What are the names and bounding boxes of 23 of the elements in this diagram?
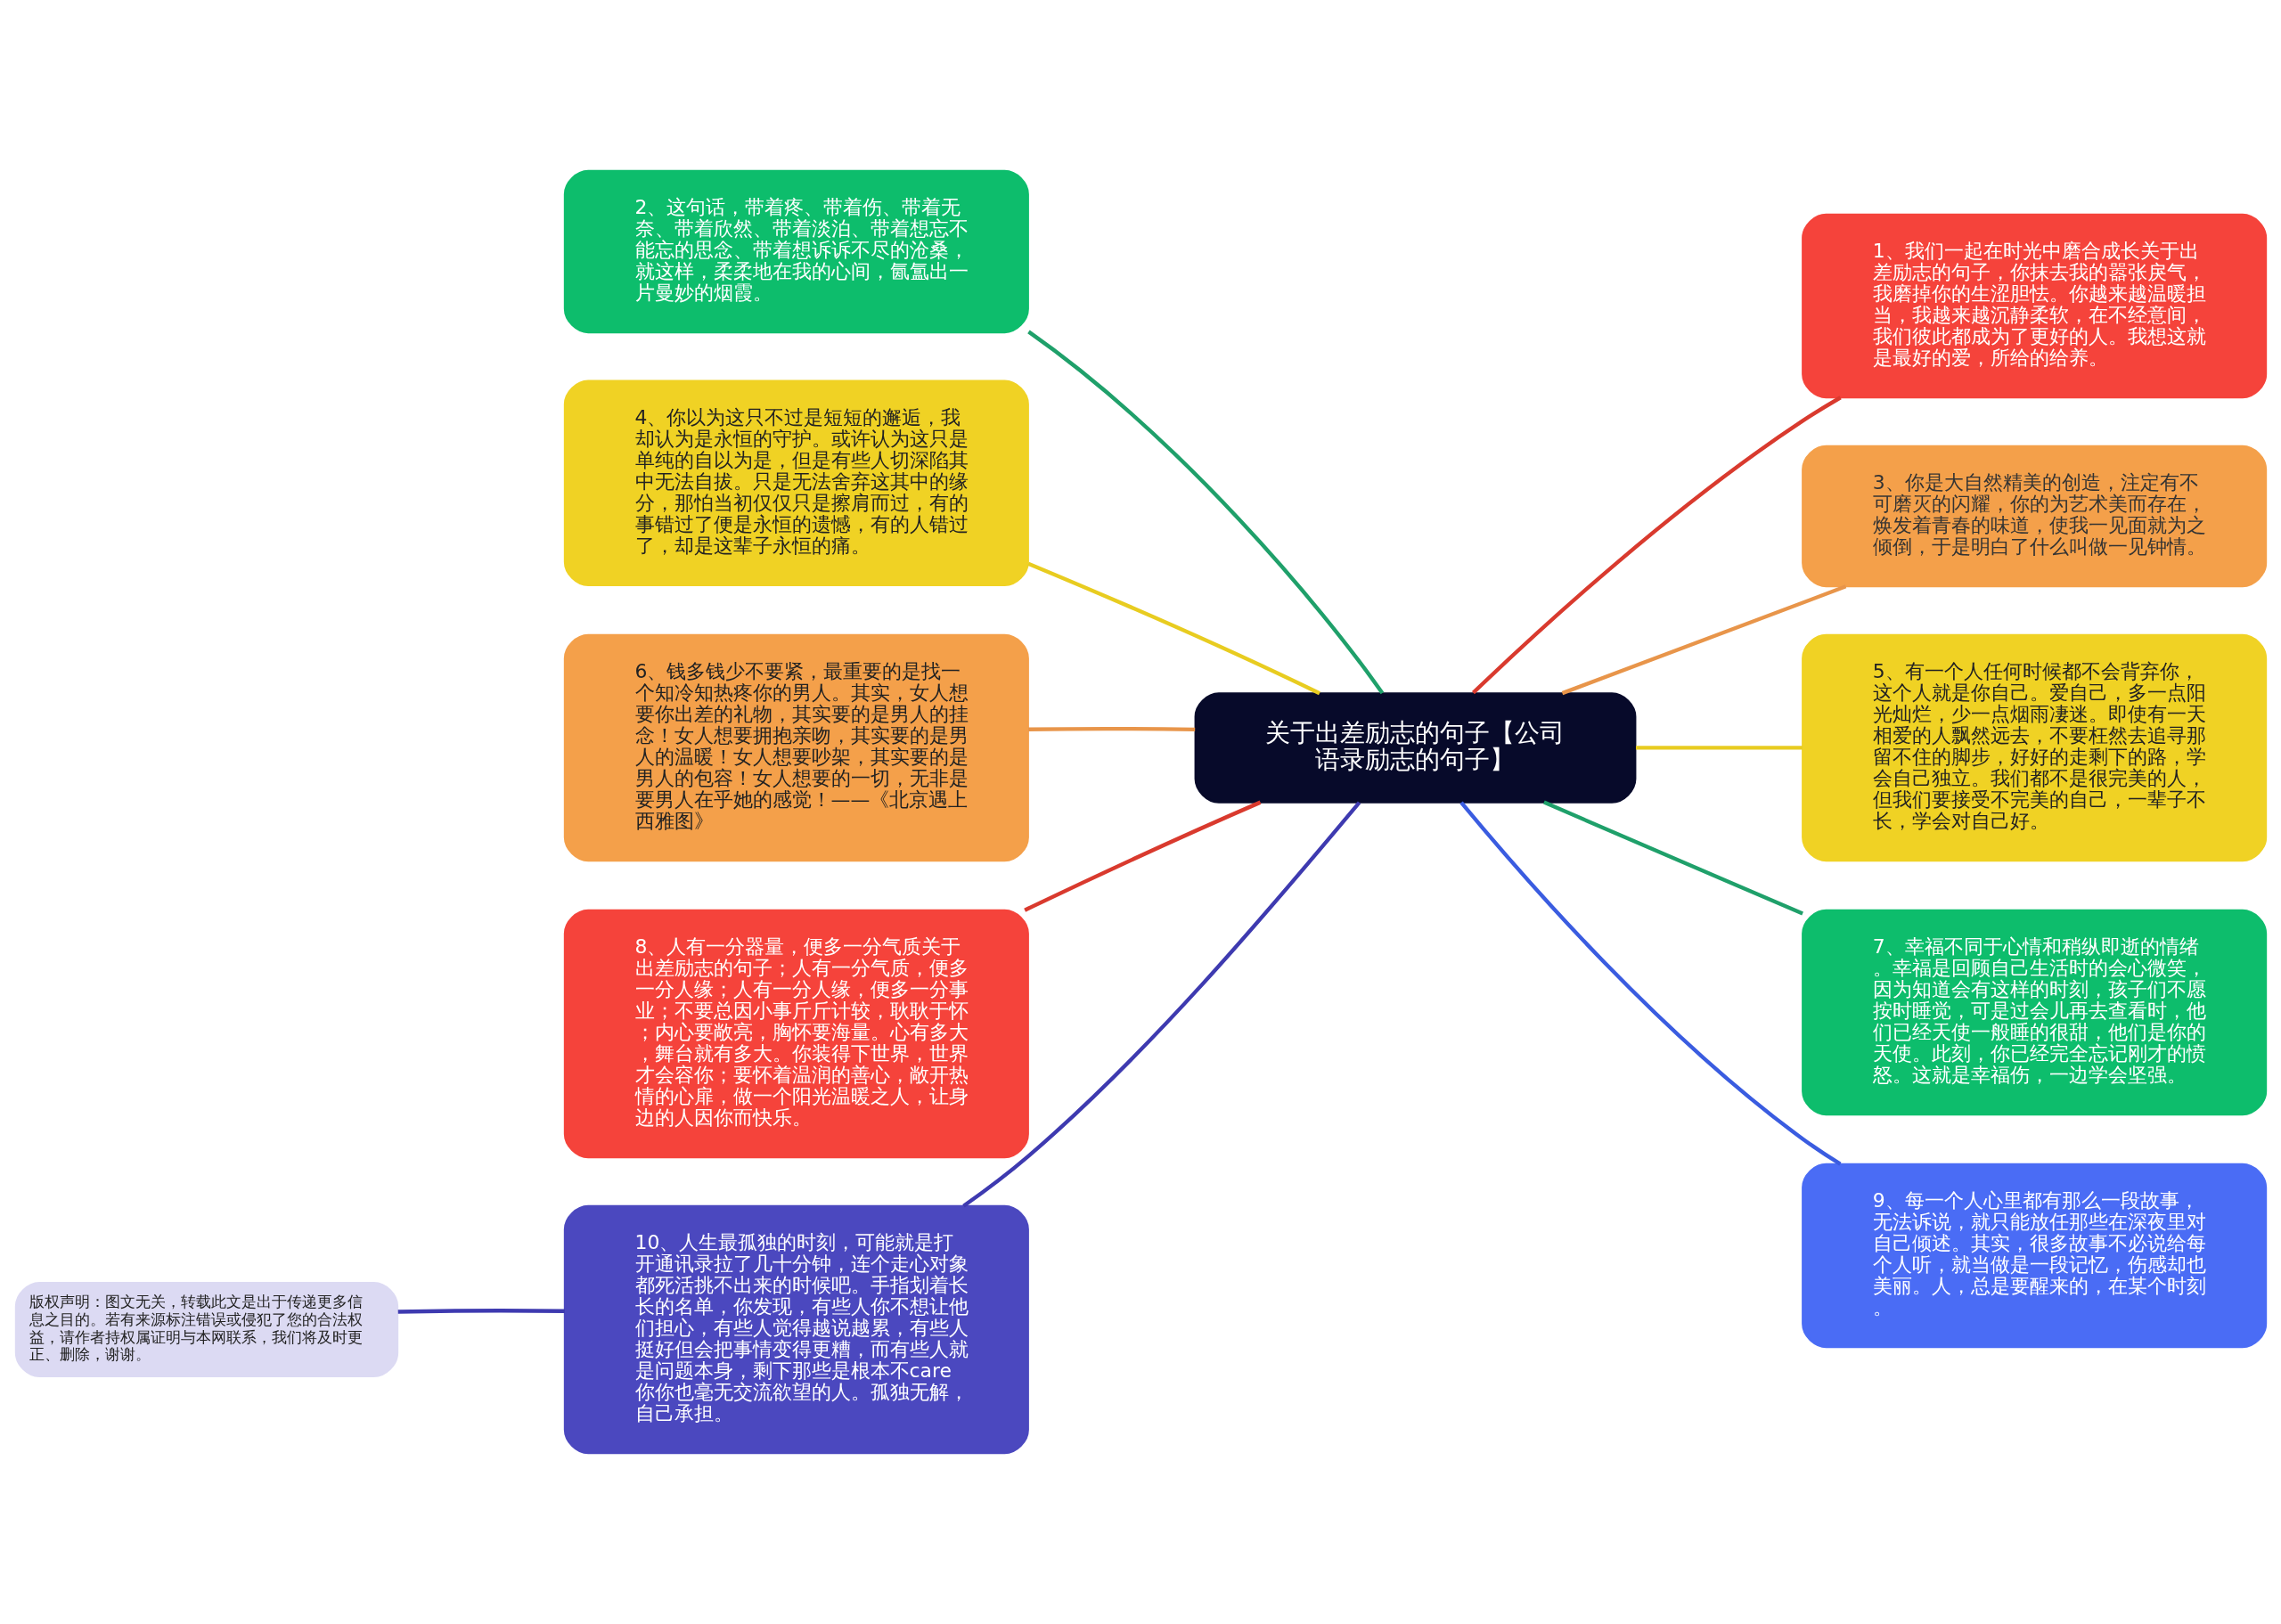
node-box: 8、人有一分器量，便多一分气质关于出差励志的句子；人有一分气质，便多一分人缘；人有一分人缘，便多一分事业；不要总因小事斤斤计较，耿耿于怀；内心要敞亮，胸怀要海量。心有多大，舞台就有多大。你装得下世界，世界才会容你；要怀着温润的善心，敞开热情的心扉，做一个阳光温暖之人，让身边的人因你而快乐。 bbox=[563, 909, 1029, 1159]
connector bbox=[1023, 800, 1261, 912]
node-box: 3、你是大自然精美的创造，注定有不可磨灭的闪耀，你的为艺术美而存在，焕发着青春的味道，使我一见面就为之倾倒，于是明白了什么叫做一见钟情。 bbox=[1801, 445, 2267, 588]
node-box: 关于出差励志的句子【公司语录励志的句子】 bbox=[1194, 692, 1636, 804]
node-box: 2、这句话，带着疼、带着伤、带着无奈、带着欣然、带着淡泊、带着想忘不能忘的思念、带着想诉诉不尽的沧桑，就这样，柔柔地在我的心间，氤氲出一片曼妙的烟霞。 bbox=[563, 169, 1029, 334]
connector bbox=[1027, 726, 1195, 732]
connector bbox=[961, 801, 1361, 1208]
node-box: 1、我们一起在时光中磨合成长关于出差励志的句子，你抹去我的嚣张戾气，我磨掉你的生涩胆怯。你越来越温暖担当，我越来越沉静柔软，在不经意间，我们彼此都成为了更好的人。我想这就是最好的爱，所给的给养。 bbox=[1801, 213, 2267, 399]
connector bbox=[1635, 746, 1803, 750]
node-box: 5、有一个人任何时候都不会背弃你，这个人就是你自己。爱自己，多一点阳光灿烂，少一点烟雨凄迷。即使有一天相爱的人飘然远去，不要枉然去追寻那留不住的脚步，好好的走剩下的路，学会自己独立。我们都不是很完美的人，但我们要接受不完美的自己，一辈子不长，学会对自己好。 bbox=[1801, 633, 2267, 862]
node-box: 10、人生最孤独的时刻，可能就是打开通讯录拉了几十分钟，连个走心对象都死活挑不出来的时候吧。手指划着长长的名单，你发现，有些人你不想让他们担心，有些人觉得越说越累，有些人挺好但会把事情变得更糟，而有些人就是问题本身，剩下那些是根本不care你你也毫无交流欲望的人。孤独无解，自己承担。 bbox=[563, 1204, 1029, 1455]
connector bbox=[397, 1309, 565, 1314]
node-box: 9、每一个人心里都有那么一段故事，无法诉说，就只能放任那些在深夜里对自己倾述。其实，很多故事不必说给每个人听，就当做是一段记忆，伤感却也美丽。人，总是要醒来的，在某个时刻。 bbox=[1801, 1163, 2267, 1349]
node-box: 4、你以为这只不过是短短的邂逅，我却认为是永恒的守护。或许认为这只是单纯的自以为是，但是有些人切深陷其中无法自拔。只是无法舍弃这其中的缘分，那怕当初仅仅只是擦肩而过，有的事错过了便是永恒的遗憾，有的人错过了，却是这辈子永恒的痛。 bbox=[563, 379, 1029, 587]
connector bbox=[1542, 800, 1803, 916]
node-box: 版权声明：图文无关，转载此文是出于传递更多信息之目的。若有来源标注错误或侵犯了您的合法权益，请作者持权属证明与本网联系，我们将及时更正、删除，谢谢。 bbox=[14, 1282, 398, 1378]
node-box: 7、幸福不同于心情和稍纵即逝的情绪。幸福是回顾自己生活时的会心微笑，因为知道会有这样的时刻，孩子们不愿按时睡觉，可是过会儿再去查看时，他们已经天使一般睡的很甜，他们是你的天使。此刻，你已经完全忘记刚才的愤怒。这就是幸福伤，一边学会坚强。 bbox=[1801, 909, 2267, 1116]
connector bbox=[1471, 396, 1842, 695]
node-box: 6、钱多钱少不要紧，最重要的是找一个知冷知热疼你的男人。其实，女人想要你出差的礼物，其实要的是男人的挂念！女人想要拥抱亲吻，其实要的是男人的温暖！女人想要吵架，其实要的是男人的包容！女人想要的一切，无非是要男人在乎她的感觉！——《北京遇上西雅图》 bbox=[563, 633, 1029, 862]
connector bbox=[1026, 330, 1384, 695]
connector bbox=[1561, 584, 1846, 696]
connector bbox=[1026, 561, 1320, 696]
connector bbox=[1459, 801, 1842, 1166]
